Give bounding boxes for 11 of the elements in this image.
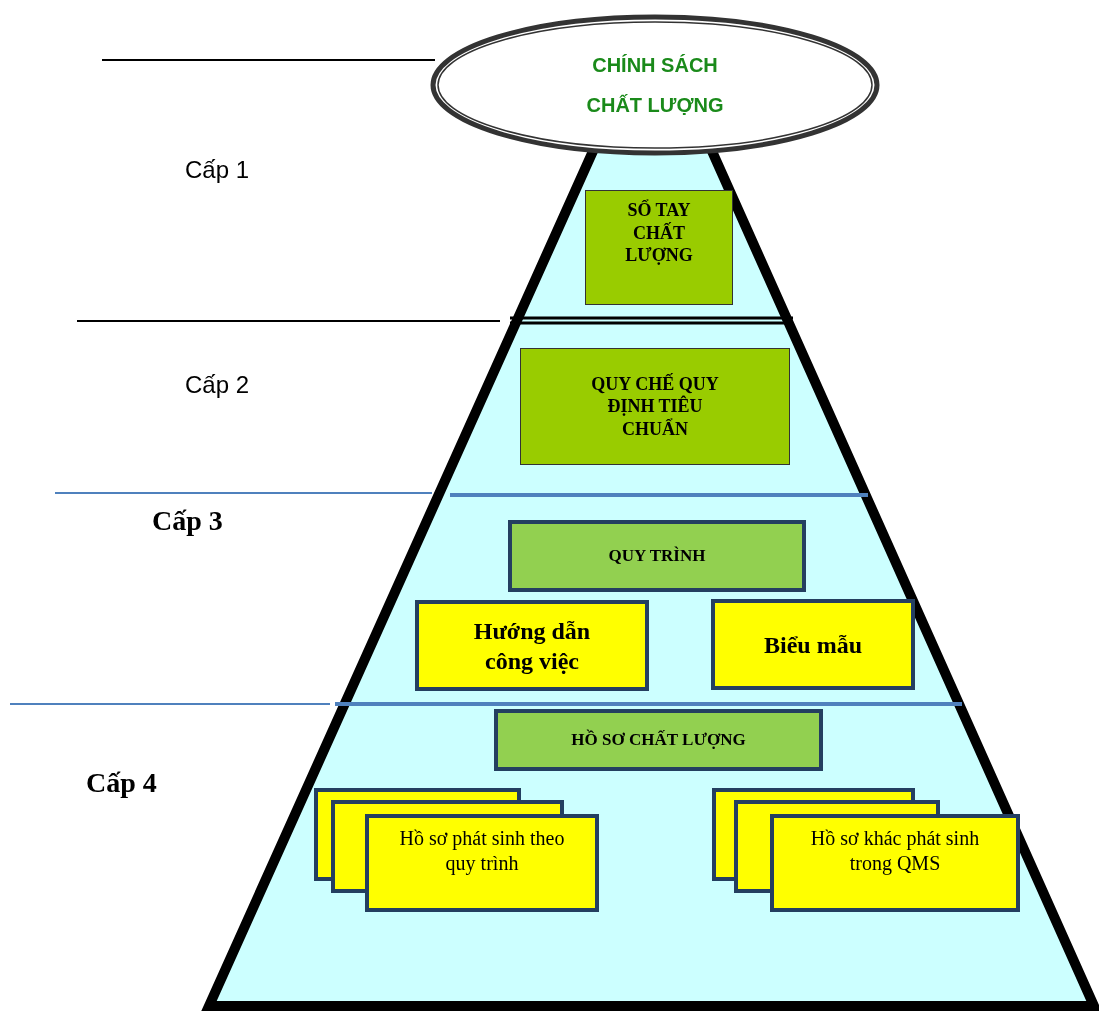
document-box: HỒ SƠ CHẤT LƯỢNG: [494, 709, 823, 771]
ellipse-node: CHÍNH SÁCH CHẤT LƯỢNG: [430, 14, 880, 156]
level-label: Cấp 4: [86, 767, 157, 799]
document-box: SỔ TAY CHẤT LƯỢNG: [585, 190, 733, 305]
level-label: Cấp 3: [152, 505, 223, 537]
document-box: QUY TRÌNH: [508, 520, 806, 592]
level-label: Cấp 1: [185, 156, 250, 184]
document-box: Hướng dẫn công việc: [415, 600, 649, 691]
level-label: Cấp 2: [185, 371, 250, 399]
document-box: Biểu mẫu: [711, 599, 915, 690]
document-box: QUY CHẾ QUY ĐỊNH TIÊU CHUẨN: [520, 348, 790, 465]
